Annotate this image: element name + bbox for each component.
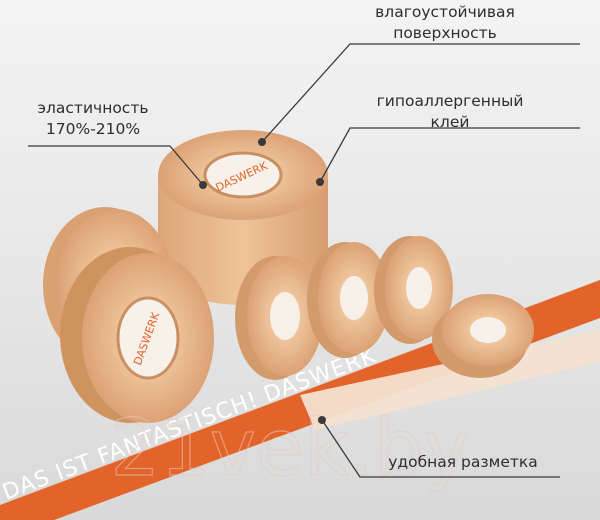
leader-marking bbox=[321, 419, 560, 478]
leader-lines bbox=[28, 43, 580, 478]
callout-water-line1: влагоустойчивая bbox=[375, 3, 515, 21]
leader-water bbox=[261, 43, 580, 143]
callout-marking-label: удобная разметка bbox=[388, 453, 538, 471]
callout-water-resistant: влагоустойчивая поверхность bbox=[325, 2, 565, 44]
leader-elastic bbox=[28, 145, 204, 186]
callout-elasticity: эластичность 170%-210% bbox=[18, 98, 168, 140]
callout-glue-line2: клей bbox=[430, 113, 470, 131]
thin-rolls bbox=[235, 236, 534, 380]
callout-elastic-line2: 170%-210% bbox=[45, 120, 141, 138]
callout-hypoallergenic: гипоаллергенный клей bbox=[350, 91, 550, 133]
callout-glue-line1: гипоаллергенный bbox=[376, 92, 524, 110]
callout-marking: удобная разметка bbox=[368, 452, 558, 473]
leader-glue bbox=[319, 127, 580, 183]
callout-water-line2: поверхность bbox=[393, 24, 497, 42]
left-roll-front: DASWERK bbox=[60, 247, 214, 423]
large-roll: DASWERK bbox=[158, 130, 328, 305]
callout-elastic-line1: эластичность bbox=[37, 99, 149, 117]
watermark: 21vek.by bbox=[110, 404, 469, 494]
